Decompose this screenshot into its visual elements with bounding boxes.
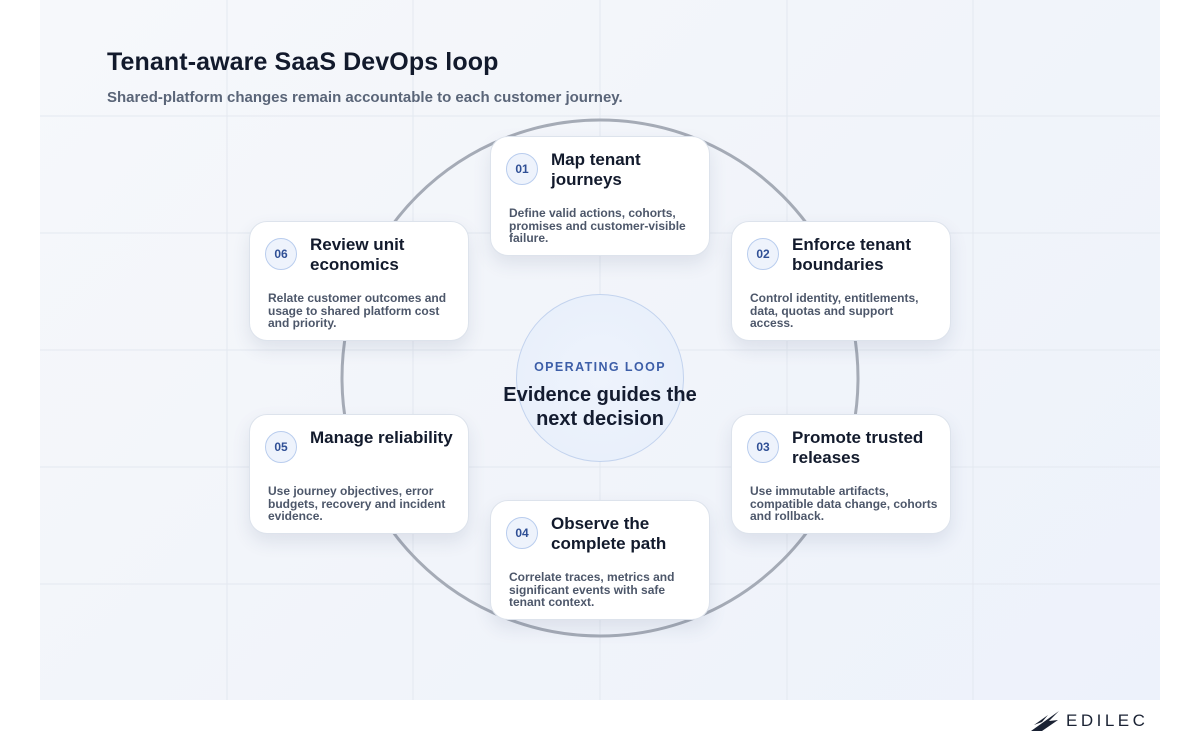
step-description: Control identity, entitlements, data, qu… bbox=[750, 291, 919, 331]
step-number-badge: 04 bbox=[506, 517, 538, 549]
step-description: Use journey objectives, error budgets, r… bbox=[268, 484, 446, 524]
page-subtitle: Shared-platform changes remain accountab… bbox=[107, 89, 623, 106]
brand-logo: EDILEC bbox=[1030, 709, 1148, 733]
center-statement: Evidence guides the next decision bbox=[503, 384, 697, 430]
center-kicker: OPERATING LOOP bbox=[534, 360, 666, 374]
step-number-badge: 02 bbox=[747, 238, 779, 270]
step-title: Enforce tenant boundaries bbox=[792, 235, 912, 274]
step-title: Promote trusted releases bbox=[792, 428, 924, 467]
step-card-01: 01 Map tenant journeys Define valid acti… bbox=[490, 136, 710, 256]
bird-wing-icon bbox=[1031, 711, 1059, 731]
step-card-04: 04 Observe the complete path Correlate t… bbox=[490, 500, 710, 620]
step-card-02: 02 Enforce tenant boundaries Control ide… bbox=[731, 221, 951, 341]
step-title: Manage reliability bbox=[310, 428, 453, 447]
step-description: Use immutable artifacts, compatible data… bbox=[750, 484, 938, 524]
step-number-badge: 03 bbox=[747, 431, 779, 463]
center-hub: OPERATING LOOP Evidence guides the next … bbox=[503, 294, 697, 462]
step-title: Map tenant journeys bbox=[551, 150, 641, 189]
step-description: Relate customer outcomes and usage to sh… bbox=[268, 291, 447, 331]
step-card-05: 05 Manage reliability Use journey object… bbox=[249, 414, 469, 534]
step-title: Review unit economics bbox=[310, 235, 405, 274]
step-number-badge: 01 bbox=[506, 153, 538, 185]
step-card-06: 06 Review unit economics Relate customer… bbox=[249, 221, 469, 341]
step-title: Observe the complete path bbox=[551, 514, 667, 553]
step-description: Correlate traces, metrics and significan… bbox=[509, 570, 675, 610]
step-card-03: 03 Promote trusted releases Use immutabl… bbox=[731, 414, 951, 534]
step-number-badge: 05 bbox=[265, 431, 297, 463]
page-title: Tenant-aware SaaS DevOps loop bbox=[107, 48, 499, 76]
step-number-badge: 06 bbox=[265, 238, 297, 270]
step-description: Define valid actions, cohorts, promises … bbox=[509, 206, 686, 246]
brand-name: EDILEC bbox=[1066, 711, 1149, 730]
